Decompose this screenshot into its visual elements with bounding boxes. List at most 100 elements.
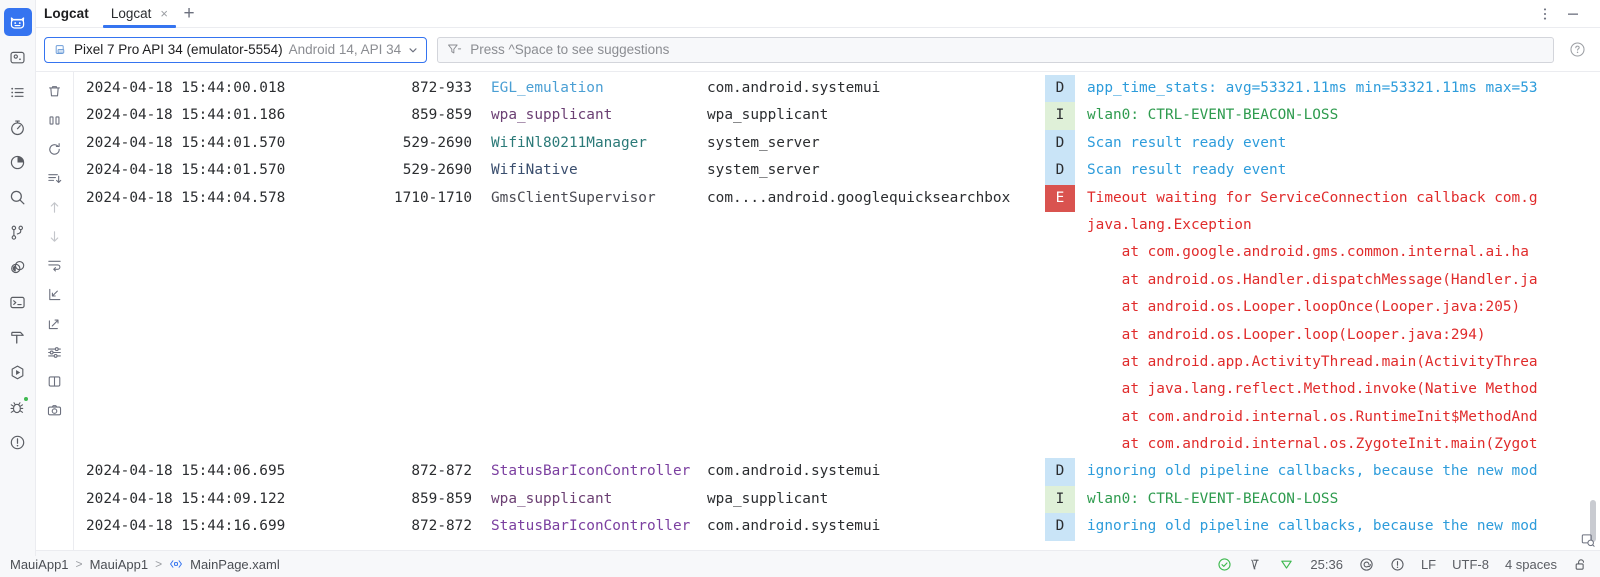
add-tab-icon[interactable]: + [183, 2, 195, 24]
expand-icon[interactable] [42, 310, 68, 336]
chevron-down-icon[interactable] [407, 44, 419, 56]
sidebar-item-version-control[interactable] [4, 218, 32, 246]
trash-icon[interactable] [42, 78, 68, 104]
warning-circle-icon[interactable] [1390, 557, 1405, 572]
close-icon[interactable]: × [160, 6, 168, 21]
log-pid: 1710-1710 [394, 189, 472, 206]
sidebar-item-app-inspection[interactable] [4, 148, 32, 176]
lock-open-icon[interactable] [1573, 557, 1588, 572]
log-timestamp: 2024-04-18 15:44:16.699 [86, 518, 286, 535]
log-package: com....android.googlequicksearchbox [707, 189, 1011, 206]
log-message: wlan0: CTRL-EVENT-BEACON-LOSS [1087, 107, 1339, 124]
log-row-continuation[interactable]: at com.android.internal.os.ZygoteInit.ma… [74, 431, 1600, 458]
log-tag: wpa_supplicant [491, 490, 613, 507]
log-row-continuation[interactable]: at android.app.ActivityThread.main(Activ… [74, 349, 1600, 376]
log-level-badge [1045, 349, 1075, 376]
log-package [700, 212, 1045, 239]
log-pid [367, 431, 472, 458]
funnel-icon[interactable] [1279, 557, 1294, 572]
status-bar-right: 25:36 LF UTF-8 4 spaces [1217, 557, 1592, 572]
sidebar-item-profiler[interactable] [4, 113, 32, 141]
log-package: wpa_supplicant [707, 107, 829, 124]
log-pid [367, 267, 472, 294]
breadcrumb-item-project[interactable]: MauiApp1 [10, 556, 69, 572]
vertical-dots-icon[interactable] [1532, 1, 1558, 27]
camera-icon[interactable] [42, 397, 68, 423]
restart-icon[interactable] [42, 136, 68, 162]
collapse-icon[interactable] [42, 281, 68, 307]
pause-icon[interactable] [42, 107, 68, 133]
sidebar-item-run[interactable] [4, 358, 32, 386]
sidebar-item-logcat[interactable] [3, 8, 32, 36]
at-icon[interactable] [1359, 557, 1374, 572]
log-vertical-scrollbar[interactable] [1589, 72, 1597, 550]
log-level-badge [1045, 267, 1075, 294]
sidebar-item-problems[interactable] [4, 428, 32, 456]
help-circle-icon[interactable] [1564, 37, 1590, 63]
log-tag: WifiNative [491, 162, 578, 179]
indent-setting[interactable]: 4 spaces [1504, 556, 1557, 572]
tab-logcat[interactable]: Logcat × [102, 0, 177, 28]
scroll-end-icon[interactable] [42, 165, 68, 191]
check-circle-icon[interactable] [1217, 557, 1232, 572]
scrollbar-thumb[interactable] [1590, 500, 1596, 542]
log-level-badge: D [1045, 129, 1075, 158]
breadcrumb-item-file[interactable]: MainPage.xaml [190, 556, 280, 572]
log-row-continuation[interactable]: at com.google.android.gms.common.interna… [74, 239, 1600, 266]
arrow-up-icon[interactable] [42, 194, 68, 220]
log-row-continuation[interactable]: at android.os.Looper.loopOnce(Looper.jav… [74, 294, 1600, 321]
device-selector[interactable]: Pixel 7 Pro API 34 (emulator-5554) Andro… [44, 36, 428, 63]
preview-icon[interactable] [1580, 532, 1596, 548]
sidebar-item-device-explorer[interactable] [4, 43, 32, 71]
log-level-badge [1045, 404, 1075, 431]
log-package [700, 404, 1045, 431]
log-row-continuation[interactable]: at com.android.internal.os.RuntimeInit$M… [74, 404, 1600, 431]
log-message: at java.lang.reflect.Method.invoke(Nativ… [1087, 381, 1538, 398]
minimize-icon[interactable] [1560, 1, 1586, 27]
log-message: ignoring old pipeline callbacks, because… [1087, 463, 1538, 480]
log-row-continuation[interactable]: at android.os.Looper.loop(Looper.java:29… [74, 322, 1600, 349]
filter-icon[interactable] [447, 43, 462, 56]
sidebar-item-build-variants[interactable] [4, 78, 32, 106]
squiggle-icon[interactable] [1248, 557, 1263, 572]
line-separator[interactable]: LF [1420, 556, 1437, 572]
log-row-continuation[interactable]: at android.os.Handler.dispatchMessage(Ha… [74, 267, 1600, 294]
arrow-down-icon[interactable] [42, 223, 68, 249]
log-pid [367, 294, 472, 321]
log-row-continuation[interactable]: at java.lang.reflect.Method.invoke(Nativ… [74, 376, 1600, 403]
log-level-badge [1045, 322, 1075, 349]
device-icon [54, 43, 68, 57]
sidebar-item-find[interactable] [4, 183, 32, 211]
sidebar-item-terminal[interactable] [4, 288, 32, 316]
log-row-continuation[interactable]: java.lang.Exception [74, 212, 1600, 239]
split-icon[interactable] [42, 368, 68, 394]
log-package: com.android.systemui [707, 463, 881, 480]
sidebar-item-app-quality[interactable] [4, 253, 32, 281]
sidebar-item-debug[interactable] [4, 393, 32, 421]
file-encoding[interactable]: UTF-8 [1452, 556, 1489, 572]
log-package: com.android.systemui [707, 518, 881, 535]
log-timestamp [74, 322, 367, 349]
soft-wrap-icon[interactable] [42, 252, 68, 278]
log-level-badge: D [1045, 513, 1075, 541]
log-package [700, 267, 1045, 294]
log-package [700, 322, 1045, 349]
sidebar-item-build[interactable] [4, 323, 32, 351]
logcat-query-input[interactable]: Press ^Space to see suggestions [437, 36, 1554, 63]
log-pid [367, 404, 472, 431]
log-message: Scan result ready event [1087, 162, 1287, 179]
log-message: at com.android.internal.os.ZygoteInit.ma… [1087, 436, 1538, 453]
sliders-icon[interactable] [42, 339, 68, 365]
breadcrumb-item-module[interactable]: MauiApp1 [89, 556, 149, 572]
caret-position[interactable]: 25:36 [1310, 556, 1343, 572]
